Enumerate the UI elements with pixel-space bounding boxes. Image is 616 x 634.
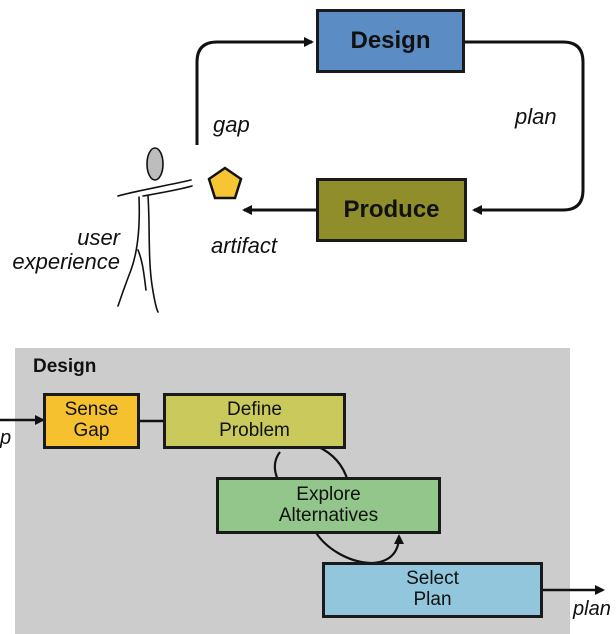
sense-gap-box: Sense Gap [43,393,140,449]
artifact-pentagon-icon [207,166,243,200]
explore-alternatives-line1: Explore [296,483,361,505]
panel-title: Design [33,356,97,377]
artifact-label: artifact [211,233,278,258]
select-plan-line1: Select [406,568,459,590]
design-box: Design [316,9,465,73]
user-figure-icon [117,147,193,313]
incoming-gap-label: p [0,427,12,449]
sense-gap-line2: Gap [73,420,110,441]
design-box-label: Design [350,26,431,54]
select-plan-line2: Plan [413,589,452,610]
define-problem-line2: Problem [219,420,290,441]
sense-gap-line1: Sense [64,399,119,421]
gap-label: gap [213,112,250,137]
user-label-line1: user [77,225,120,250]
select-plan-box: Select Plan [322,562,543,618]
plan-arrow [465,40,585,215]
define-problem-box: Define Problem [163,393,346,449]
user-experience-label: user experience [8,225,120,275]
explore-alternatives-box: Explore Alternatives [216,477,441,534]
user-label-line2: experience [12,249,120,275]
explore-select-loop-arrow [314,530,404,565]
produce-box: Produce [316,178,467,242]
explore-alternatives-line2: Alternatives [278,504,379,526]
gap-arrow [195,37,314,145]
plan-label: plan [515,104,557,129]
define-problem-line1: Define [227,399,282,421]
outgoing-plan-label: plan [573,598,611,620]
produce-box-label: Produce [343,195,440,223]
